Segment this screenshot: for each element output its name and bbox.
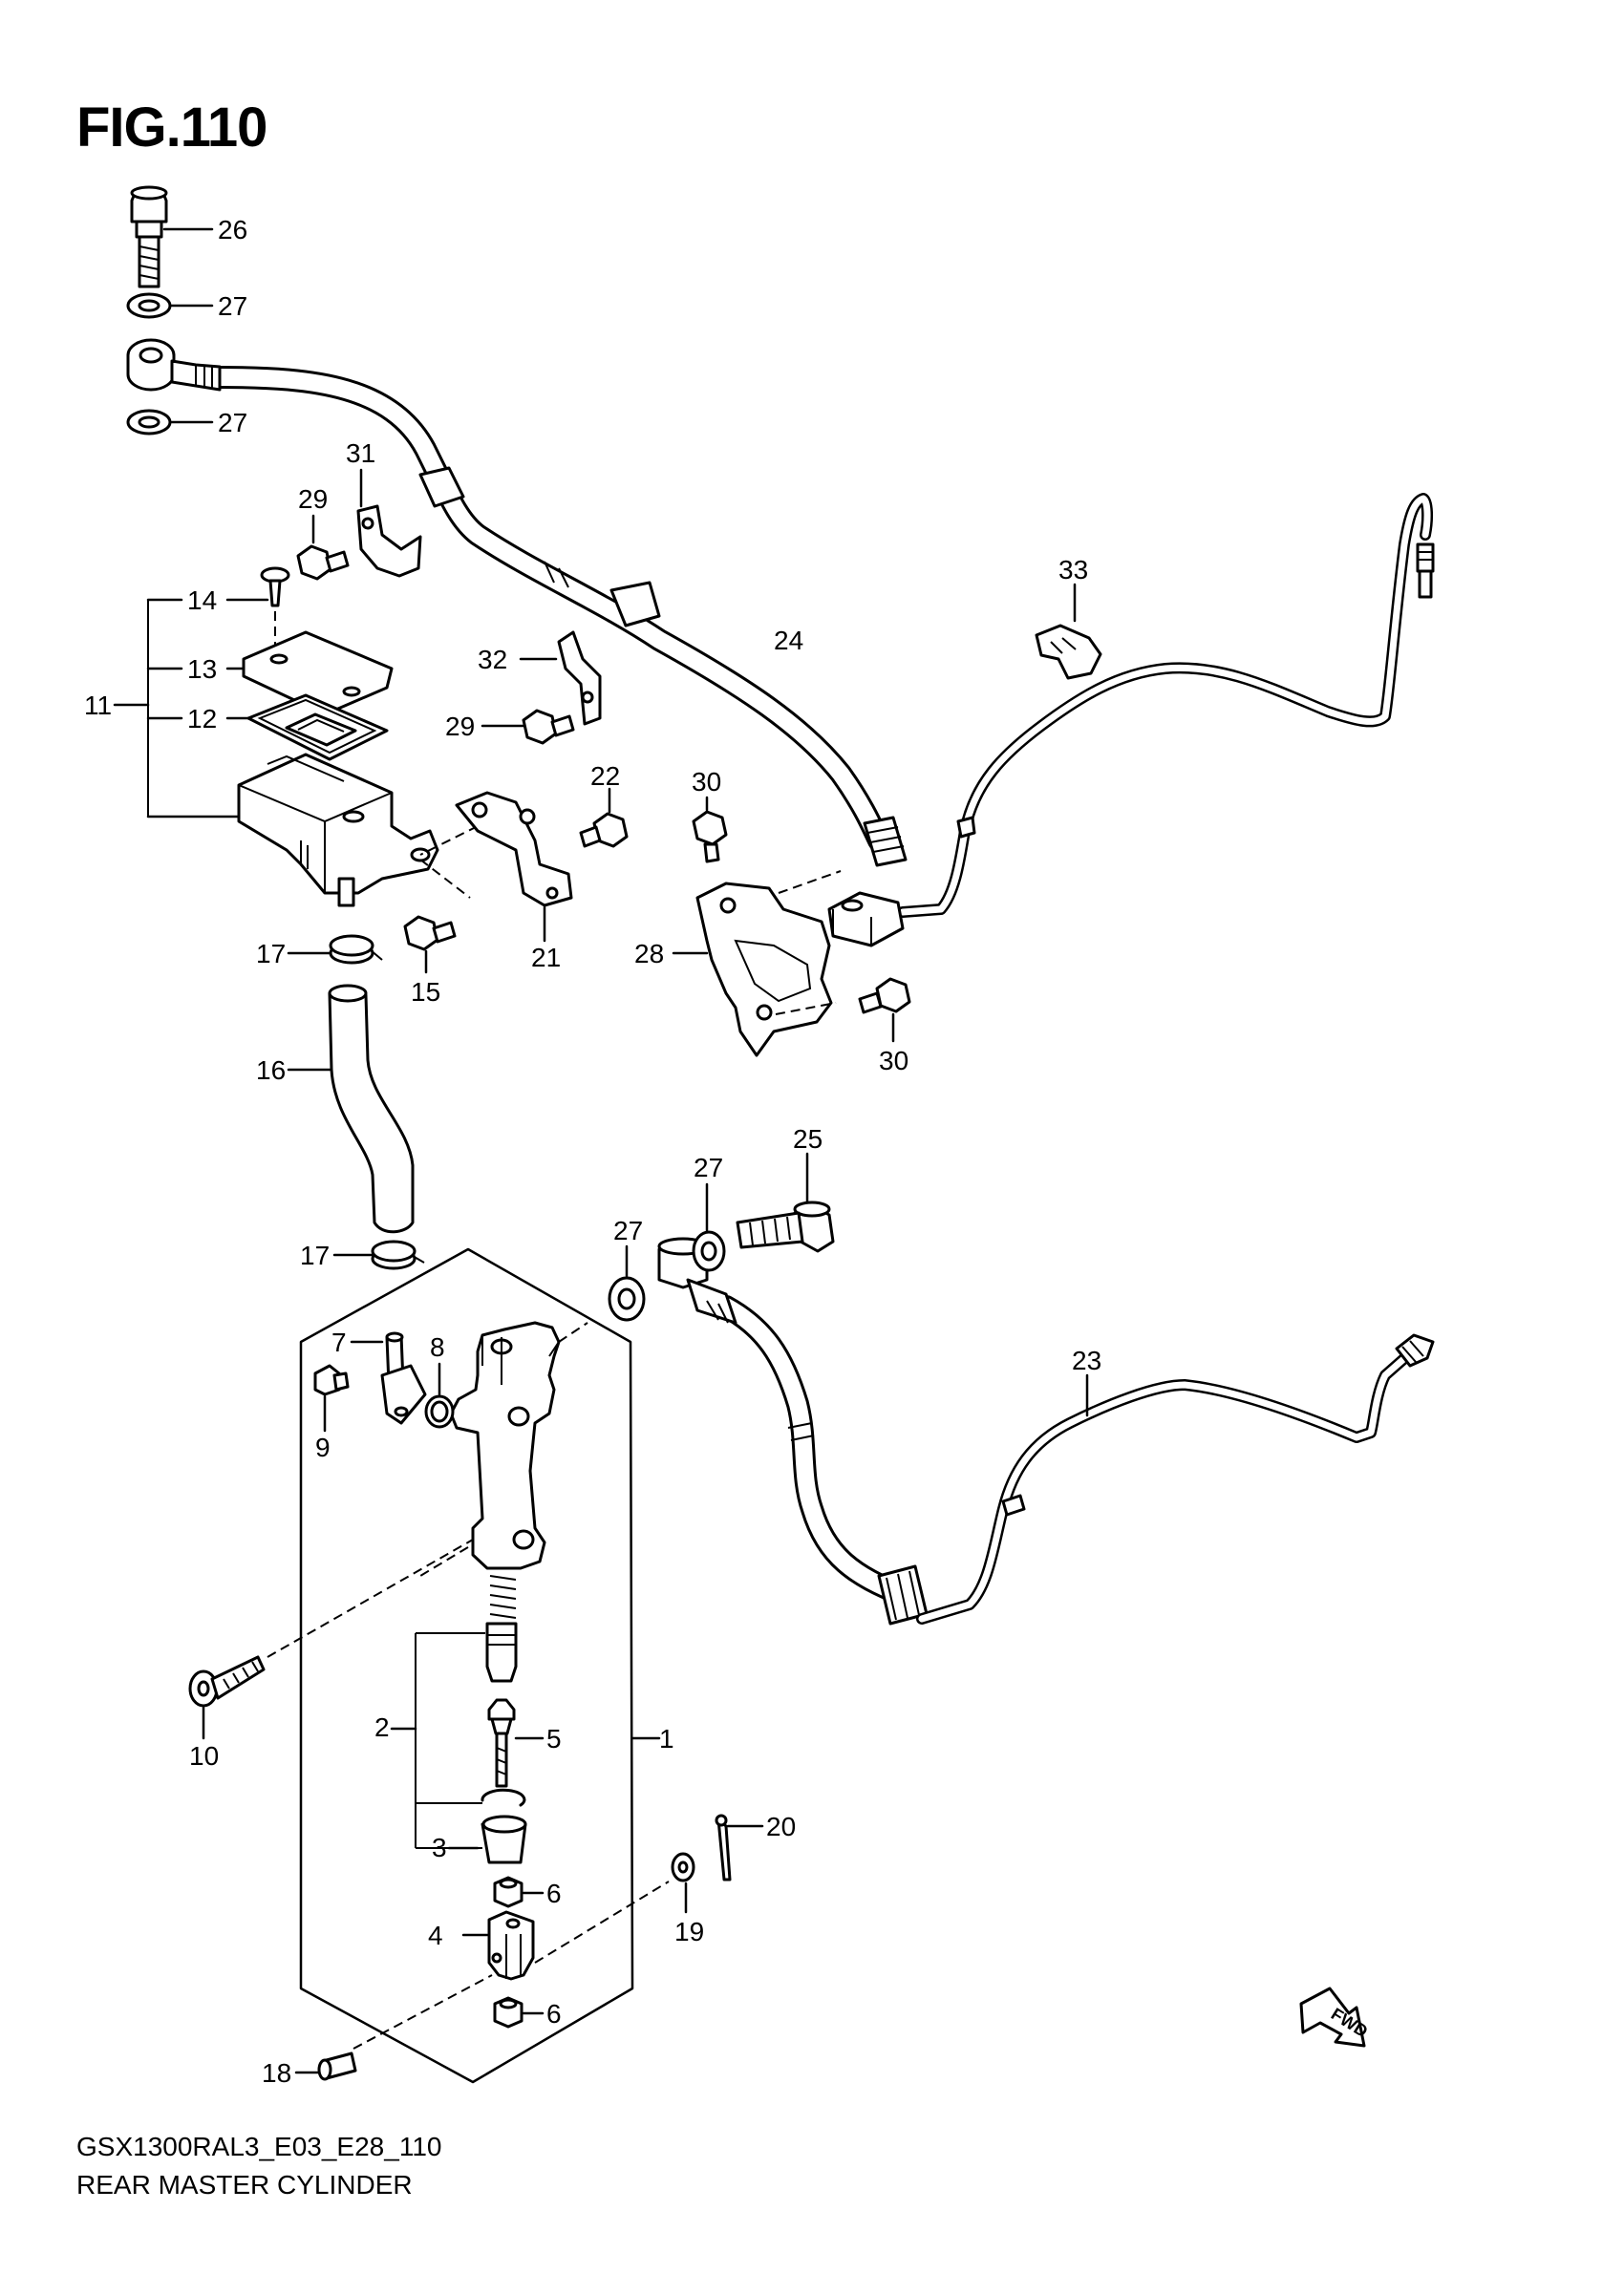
- clamp-32: [557, 630, 602, 726]
- callout-14: 14: [187, 585, 217, 615]
- clevis-pin-18: [317, 2052, 357, 2081]
- hose-clip-17-b: [371, 1240, 425, 1270]
- bracket-21: [455, 791, 573, 907]
- bolt-26: [130, 185, 168, 288]
- callout-23: 23: [1072, 1346, 1101, 1375]
- washer-27-d: [692, 1230, 726, 1272]
- boot-3: [481, 1815, 527, 1864]
- callout-27-b: 27: [218, 408, 247, 437]
- hose-clip-17: [329, 934, 383, 965]
- callout-17-b: 17: [300, 1241, 330, 1270]
- callout-2: 2: [374, 1712, 390, 1742]
- nut-6: [493, 1876, 524, 1908]
- reservoir-hose-16: [328, 984, 415, 1234]
- callout-11: 11: [84, 691, 112, 720]
- bolt-29: [296, 544, 350, 581]
- figure-name: REAR MASTER CYLINDER: [76, 2170, 413, 2200]
- bolt-10: [188, 1655, 266, 1708]
- washer-27-c: [608, 1276, 646, 1322]
- washer-27: [126, 292, 172, 319]
- callout-27-c: 27: [613, 1216, 643, 1245]
- callout-29: 29: [298, 484, 328, 514]
- callout-8: 8: [430, 1332, 445, 1362]
- callout-28: 28: [634, 939, 664, 968]
- pipe-clamp-33: [1035, 624, 1102, 680]
- callout-25: 25: [793, 1124, 823, 1154]
- screw-14: [260, 566, 290, 607]
- diaphragm-12: [246, 693, 389, 761]
- fitting-7: [380, 1331, 427, 1425]
- piston-spring-2: [485, 1575, 518, 1683]
- callout-19: 19: [674, 1917, 704, 1946]
- brake-hose-23: [657, 1237, 929, 1626]
- callout-13: 13: [187, 654, 217, 684]
- figure-title: FIG.110: [76, 96, 267, 159]
- callout-27: 27: [218, 291, 247, 321]
- callout-10: 10: [189, 1741, 219, 1771]
- callout-22: 22: [590, 761, 620, 791]
- callout-17: 17: [256, 939, 286, 968]
- callout-29-b: 29: [445, 712, 475, 741]
- callout-27-d: 27: [694, 1153, 723, 1182]
- callout-1: 1: [659, 1724, 674, 1754]
- callout-26: 26: [218, 215, 247, 244]
- callout-21: 21: [531, 943, 561, 972]
- callout-9: 9: [315, 1433, 331, 1462]
- cotter-pin-20: [715, 1814, 732, 1881]
- washer-27-b: [126, 409, 172, 436]
- callout-32: 32: [478, 645, 507, 674]
- bolt-30-b: [858, 977, 911, 1014]
- bolt-15: [403, 915, 457, 951]
- fwd-arrow: FWD: [1299, 1987, 1371, 2048]
- screw-9: [313, 1364, 350, 1396]
- clamp-31: [356, 504, 422, 578]
- model-code: GSX1300RAL3_E03_E28_110: [76, 2132, 442, 2161]
- callouts: 1 2 3 4 5 6 6 7 8 9 10 11 12 13 14 15 16…: [84, 215, 1101, 2088]
- callout-5: 5: [546, 1724, 562, 1754]
- callout-6-b: 6: [546, 1999, 562, 2029]
- hose-joint: [827, 891, 905, 947]
- callout-4: 4: [428, 1921, 443, 1950]
- bolt-22: [579, 812, 629, 848]
- reservoir-body: [237, 753, 439, 907]
- callout-16: 16: [256, 1055, 286, 1085]
- callout-3: 3: [432, 1833, 447, 1862]
- o-ring-8: [424, 1394, 455, 1429]
- callout-15: 15: [411, 977, 440, 1007]
- master-cylinder-body: [449, 1321, 561, 1570]
- callout-30: 30: [692, 767, 721, 797]
- clevis-4: [487, 1910, 535, 1981]
- callout-18: 18: [262, 2058, 291, 2088]
- callout-30-b: 30: [879, 1046, 908, 1075]
- bracket-28: [695, 882, 833, 1057]
- bolt-30: [692, 810, 728, 863]
- circlip: [481, 1788, 526, 1807]
- bolt-29-b: [522, 709, 575, 745]
- reservoir-cap-13: [242, 630, 394, 716]
- callout-20: 20: [766, 1812, 796, 1841]
- brake-pipe-upper: [897, 493, 1435, 918]
- brake-hose-24: [126, 338, 908, 867]
- callout-24: 24: [774, 626, 803, 655]
- callout-7: 7: [331, 1328, 347, 1357]
- callout-31: 31: [346, 438, 375, 468]
- union-bolt-25: [736, 1201, 835, 1253]
- callout-6: 6: [546, 1879, 562, 1908]
- push-rod-5: [487, 1698, 516, 1788]
- callout-33: 33: [1058, 555, 1088, 585]
- nut-6-b: [493, 1996, 524, 2029]
- washer-19: [671, 1852, 695, 1882]
- callout-12: 12: [187, 704, 217, 733]
- brake-pipe-23: [916, 1333, 1435, 1625]
